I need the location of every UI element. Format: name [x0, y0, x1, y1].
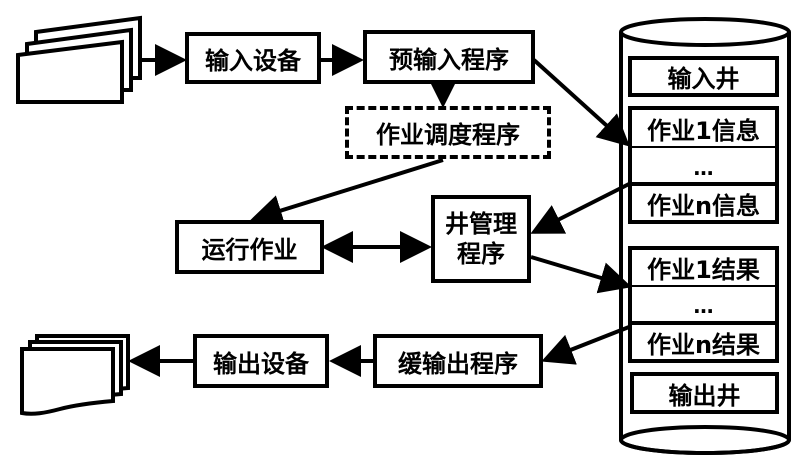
pre-input-program-box: 预输入程序: [363, 30, 535, 84]
input-cards-icon: [16, 15, 142, 104]
jobn-info-box: 作业n信息: [628, 182, 779, 224]
info-gap: [628, 148, 779, 184]
result-gap: [628, 287, 779, 323]
output-documents-icon: [20, 334, 130, 416]
arrow-scheduler-to-run-job: [250, 158, 444, 226]
info-ellipsis: …: [693, 156, 714, 180]
job1-info-box: 作业1信息: [628, 106, 779, 150]
output-well-box: 输出井: [630, 372, 779, 414]
well-manager-box: 井管理 程序: [431, 195, 531, 283]
input-device-box: 输入设备: [185, 32, 321, 84]
output-device-box: 输出设备: [193, 334, 329, 388]
jobn-result-box: 作业n结果: [628, 321, 779, 363]
buffer-output-program-box: 缓输出程序: [373, 334, 543, 388]
well-manager-label-line1: 井管理: [445, 210, 517, 238]
job-scheduler-box: 作业调度程序: [345, 106, 551, 159]
arrow-well-manager-to-job1-result: [530, 255, 632, 294]
input-well-box: 输入井: [628, 56, 779, 97]
well-manager-label-line2: 程序: [457, 240, 505, 268]
job1-result-box: 作业1结果: [628, 246, 779, 289]
result-ellipsis: …: [693, 294, 714, 318]
arrow-jobn-info-to-well-manager: [530, 182, 630, 234]
run-job-box: 运行作业: [175, 220, 324, 274]
arrow-jobn-result-to-buffer-output: [541, 325, 630, 365]
arrow-pre-input-to-job1-info: [532, 58, 630, 147]
